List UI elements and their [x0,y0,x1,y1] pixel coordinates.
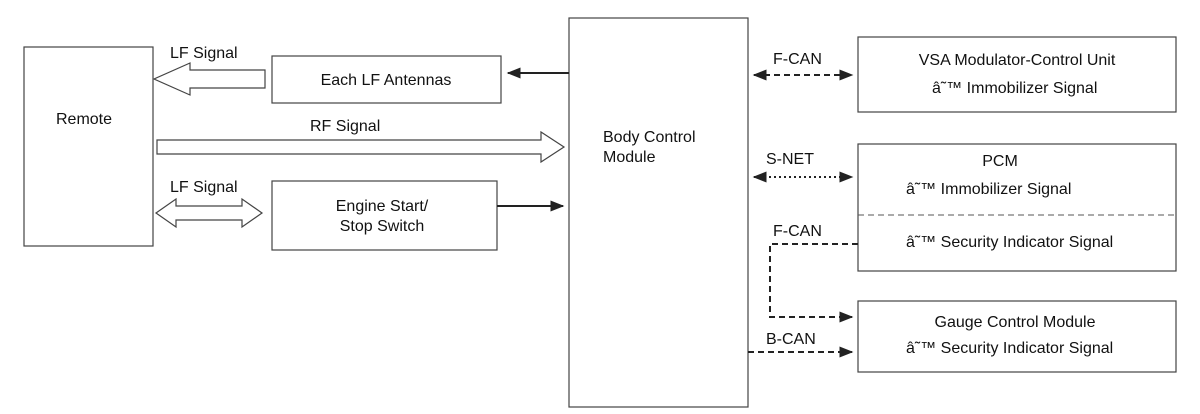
lf-antennas-box: Each LF Antennas [271,55,502,104]
lf-signal-arrow-bottom [154,197,264,229]
fcan-vsa-label: F-CAN [773,51,822,68]
fcan-pcm-label: F-CAN [773,223,822,240]
fcan-pcm-gauge-line [769,243,858,323]
lf-signal-top-label: LF Signal [170,45,238,62]
lf-signal-arrow-top [152,62,266,96]
gauge-box: Gauge Control Module â˜™ Security Indica… [857,300,1177,373]
bcan-label: B-CAN [766,331,816,348]
snet-label: S-NET [766,151,814,168]
pcm-immobilizer-signal: â˜™ Immobilizer Signal [906,181,1071,198]
bcm-label-2: Module [603,149,656,166]
gauge-label: Gauge Control Module [935,314,1096,331]
pcm-label: PCM [982,153,1018,170]
rf-signal-label: RF Signal [310,118,380,135]
lf-signal-bottom-label: LF Signal [170,179,238,196]
engine-switch-label-1: Engine Start/ [336,198,429,215]
vsa-label: VSA Modulator-Control Unit [919,52,1116,69]
vsa-signal: â˜™ Immobilizer Signal [932,80,1097,97]
bcm-box: Body Control Module [568,17,749,408]
bcm-label-1: Body Control [603,129,696,146]
remote-label: Remote [56,111,112,128]
pcm-security-signal: â˜™ Security Indicator Signal [906,234,1113,251]
engine-switch-box: Engine Start/ Stop Switch [271,180,498,251]
engine-switch-label-2: Stop Switch [340,218,424,235]
gauge-security-signal: â˜™ Security Indicator Signal [906,340,1113,357]
vsa-box: VSA Modulator-Control Unit â˜™ Immobiliz… [857,36,1177,113]
rf-signal-arrow [156,130,566,164]
pcm-box: PCM â˜™ Immobilizer Signal â˜™ Security … [857,143,1177,272]
remote-box: Remote [23,46,154,247]
lf-antennas-label: Each LF Antennas [321,72,452,89]
